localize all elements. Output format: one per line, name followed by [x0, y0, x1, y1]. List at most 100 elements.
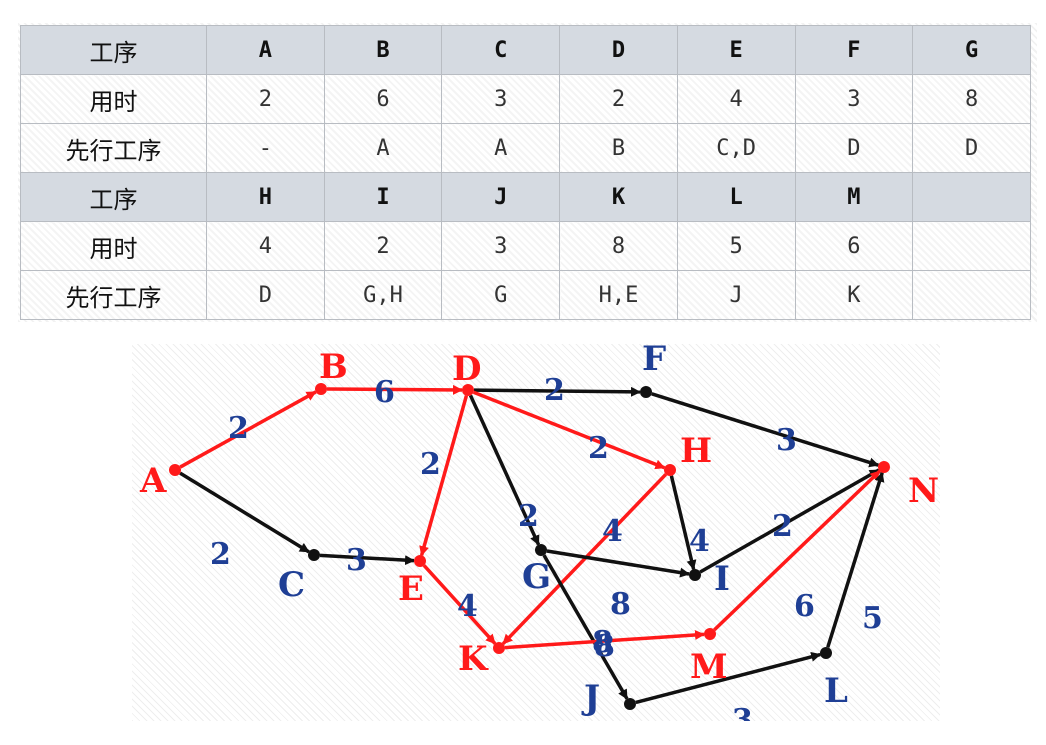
node-n-dot: [878, 461, 890, 473]
node-d-label: D: [452, 349, 481, 389]
table-cell: M: [794, 172, 914, 222]
table-cell: H,E: [559, 270, 678, 320]
table-cell: E: [676, 25, 796, 75]
edge-m-n: [713, 469, 881, 632]
table-cell: J: [676, 270, 796, 320]
edge-weight-a-c: 2: [210, 537, 231, 572]
table-cell: D: [559, 25, 678, 75]
row-label: 先行工序: [20, 123, 207, 173]
node-m-dot: [704, 628, 716, 640]
table-cell: D: [912, 123, 1031, 173]
edge-weight-g-j: 8: [592, 625, 613, 660]
table-cell: -: [206, 123, 325, 173]
row-label: 用时: [20, 74, 207, 124]
table-cell: D: [206, 270, 325, 320]
edge-e-k: [422, 564, 497, 645]
node-b-dot: [315, 383, 327, 395]
edge-d-g: [468, 394, 541, 546]
table-cell: C: [441, 25, 561, 75]
edge-h-i: [669, 475, 697, 571]
node-f-label: F: [642, 344, 666, 379]
node-h-label: H: [680, 431, 712, 471]
edge-weight-k-m: 8: [594, 629, 615, 664]
edge-j-l: [635, 651, 822, 705]
table-cell: 2: [323, 221, 443, 271]
table-cell: 4: [206, 221, 325, 271]
node-l-label: L: [824, 671, 848, 711]
edge-l-n: [826, 471, 885, 648]
table-cell: 3: [441, 74, 561, 124]
edge-i-n: [699, 468, 880, 574]
table-cell: D: [794, 123, 914, 173]
table-cell: 6: [323, 74, 443, 124]
node-h-dot: [664, 464, 676, 476]
table-cell: 3: [794, 74, 914, 124]
table-cell: B: [323, 25, 443, 75]
edge-weight-e-k: 4: [457, 589, 478, 624]
edge-a-c: [179, 471, 310, 554]
node-i-label: I: [714, 559, 730, 599]
edge-d-h: [472, 390, 666, 470]
table-cell: 4: [676, 74, 796, 124]
node-j-dot: [624, 698, 636, 710]
row-label: 工序: [20, 172, 207, 222]
table-cell: A: [323, 123, 443, 173]
edge-weight-d-h: 2: [588, 431, 609, 466]
edge-weight-i-n: 2: [772, 509, 793, 544]
edge-d-f: [473, 386, 642, 397]
node-b-label: B: [319, 347, 348, 387]
edge-weight-h-k: 4: [602, 514, 623, 549]
node-c-dot: [308, 549, 320, 561]
table-cell: H: [206, 172, 325, 222]
table-cell: [912, 172, 1031, 222]
table-cell: I: [323, 172, 443, 222]
table-cell: B: [559, 123, 678, 173]
table-cell: K: [794, 270, 914, 320]
table-cell: 8: [559, 221, 678, 271]
edge-d-e: [419, 395, 469, 557]
edge-h-k: [501, 473, 668, 645]
table-cell: A: [441, 123, 561, 173]
table-cell: A: [206, 25, 325, 75]
node-e-label: E: [398, 569, 424, 609]
node-l-dot: [820, 647, 832, 659]
node-g-label: G: [522, 557, 551, 597]
table-cell: 3: [441, 221, 561, 271]
edge-a-b: [179, 390, 317, 469]
node-m-label: M: [690, 647, 728, 687]
node-n-label: N: [908, 471, 939, 511]
edge-c-e: [319, 553, 416, 566]
table-cell: 2: [559, 74, 678, 124]
node-f-dot: [640, 386, 652, 398]
table-cell: J: [441, 172, 561, 222]
edge-weight-d-g: 2: [518, 499, 539, 534]
table-cell: G: [441, 270, 561, 320]
table-cell: 5: [676, 221, 796, 271]
node-j-label: J: [581, 678, 600, 718]
table-cell: 6: [794, 221, 914, 271]
edge-weight-l-n: 5: [862, 601, 883, 636]
edge-weight-d-f: 2: [544, 373, 565, 408]
edge-g-i: [546, 549, 691, 578]
node-d-dot: [462, 384, 474, 396]
node-i-dot: [689, 569, 701, 581]
node-a-label: A: [139, 461, 167, 501]
edge-weight-j-l: 3: [732, 703, 753, 721]
node-k-label: K: [458, 639, 489, 679]
node-k-dot: [493, 642, 505, 654]
table-cell: [912, 270, 1031, 320]
table-cell: C,D: [676, 123, 796, 173]
edge-weight-c-e: 3: [346, 543, 367, 578]
row-label: 工序: [20, 25, 207, 75]
table-cell: L: [676, 172, 796, 222]
row-label: 先行工序: [20, 270, 207, 320]
